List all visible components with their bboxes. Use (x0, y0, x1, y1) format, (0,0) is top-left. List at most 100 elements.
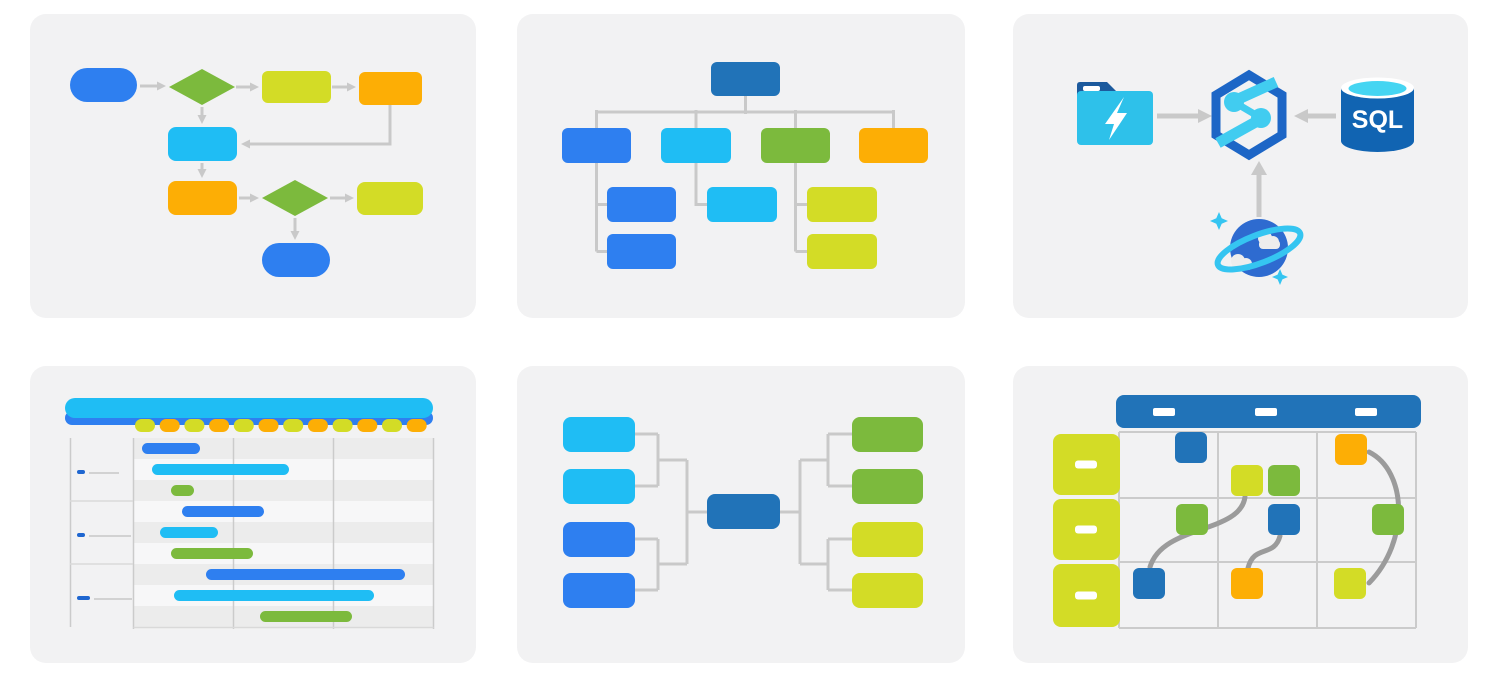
template-card-organization-chart[interactable] (517, 14, 965, 318)
gantt-chart-preview (65, 398, 435, 629)
lightning-bolt-icon (1105, 97, 1127, 140)
central-topic-node (707, 494, 780, 529)
mind-map-connectors (635, 432, 852, 592)
row-label-dash (77, 470, 85, 474)
timeline-pill (283, 419, 304, 432)
gantt-row-stripe (133, 480, 434, 501)
start-node (70, 68, 137, 102)
header-dash (1153, 408, 1175, 416)
board-task-card (1231, 568, 1263, 599)
timeline-pill (307, 419, 328, 432)
template-card-planning-board[interactable] (1013, 366, 1468, 663)
board-task-card (1133, 568, 1165, 599)
gantt-task-bar (142, 443, 200, 454)
board-header-dashes (1153, 408, 1377, 416)
timeline-pill (159, 419, 180, 432)
sql-label: SQL (1352, 106, 1403, 134)
org-level1-node (761, 128, 830, 163)
timeline-pill (357, 419, 378, 432)
board-task-card (1268, 504, 1300, 535)
board-task-card (1176, 504, 1208, 535)
azure-architecture-preview: SQL (1077, 69, 1414, 285)
timeline-pill (382, 419, 402, 432)
left-topic-node (563, 469, 635, 504)
azure-connectors (1157, 109, 1336, 217)
org-level2-node (807, 234, 877, 269)
decision-node-1 (169, 69, 235, 105)
timeline-pill (332, 419, 353, 432)
org-level2-node (607, 187, 676, 222)
org-chart-preview (562, 62, 928, 269)
org-level2-node (707, 187, 777, 222)
timeline-pill (209, 419, 230, 432)
template-card-mind-map[interactable] (517, 366, 965, 663)
org-chart-connectors (595, 96, 895, 253)
gantt-task-bar (160, 527, 218, 538)
template-card-azure-architecture[interactable]: SQL (1013, 14, 1468, 318)
timeline-pill (184, 419, 205, 432)
left-topic-node (563, 522, 635, 557)
gantt-gridlines (69, 438, 435, 629)
right-topic-node (852, 573, 923, 608)
template-card-gantt-chart[interactable] (30, 366, 476, 663)
gantt-task-bars (142, 443, 405, 622)
flowchart-connectors (140, 81, 392, 240)
org-level1-node (859, 128, 928, 163)
board-task-card (1335, 434, 1367, 465)
row-label-line (94, 598, 132, 600)
timeline-pill (406, 419, 427, 432)
org-level2-node (607, 234, 676, 269)
row-label-line (89, 535, 131, 537)
end-node (262, 243, 330, 277)
right-topic-node (852, 469, 923, 504)
sparkle-icon (1210, 212, 1228, 230)
gantt-task-bar (171, 485, 194, 496)
board-lane-headers (1053, 434, 1120, 627)
row-label-dash (77, 533, 85, 537)
row-label-line (89, 472, 119, 474)
process-node-5 (357, 182, 423, 215)
lane-header-dash (1075, 525, 1097, 534)
org-level1-node (661, 128, 731, 163)
board-task-card (1175, 432, 1207, 463)
sparkle-icon (1272, 269, 1288, 285)
timeline-pill (258, 419, 279, 432)
data-lake-folder-icon (1077, 82, 1153, 145)
gantt-task-bar (174, 590, 374, 601)
org-root-node (711, 62, 780, 96)
mind-map-preview (563, 417, 923, 608)
header-dash (1255, 408, 1277, 416)
timeline-pill (233, 419, 254, 432)
left-topic-node (563, 573, 635, 608)
decision-node-2 (262, 180, 328, 216)
gantt-task-bar (152, 464, 289, 475)
row-label-dash (77, 596, 90, 600)
board-task-card (1334, 568, 1366, 599)
gantt-timeline-pills (135, 419, 427, 432)
process-node-2 (359, 72, 422, 105)
gantt-task-bar (171, 548, 253, 559)
template-card-basic-flowchart[interactable] (30, 14, 476, 318)
org-level1-node (562, 128, 631, 163)
sql-database-icon: SQL (1341, 77, 1414, 152)
board-grid (1118, 431, 1417, 629)
process-node-4 (168, 181, 237, 215)
process-node-3 (168, 127, 237, 161)
lane-header-dash (1075, 591, 1097, 600)
lane-header-dash (1075, 460, 1097, 469)
right-topic-node (852, 522, 923, 557)
gantt-task-bar (182, 506, 264, 517)
synapse-analytics-icon (1211, 69, 1287, 161)
left-topic-node (563, 417, 635, 452)
board-task-card (1231, 465, 1263, 496)
flowchart-preview (70, 68, 423, 277)
gantt-task-bar (260, 611, 352, 622)
board-task-card (1372, 504, 1404, 535)
planning-board-preview (1053, 395, 1421, 629)
gantt-row-labels (77, 470, 132, 600)
right-topic-node (852, 417, 923, 452)
gantt-row-stripe (133, 438, 434, 459)
board-task-card (1268, 465, 1300, 496)
process-node-1 (262, 71, 331, 103)
